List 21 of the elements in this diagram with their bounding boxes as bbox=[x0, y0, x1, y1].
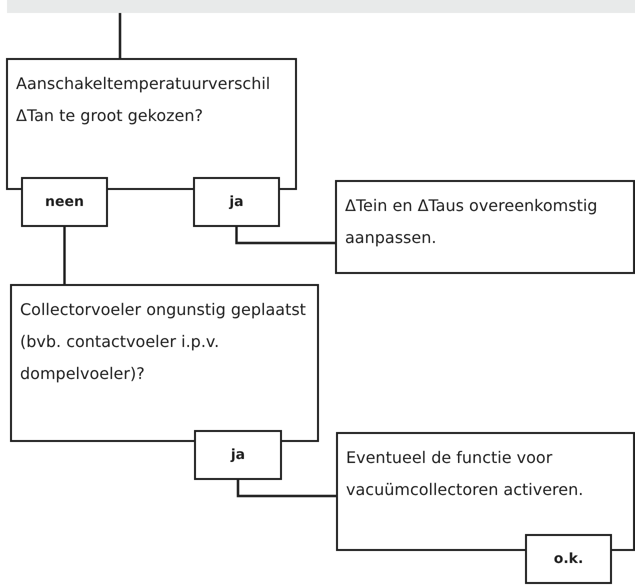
connector-line bbox=[235, 227, 335, 244]
answer-box bbox=[193, 177, 280, 227]
header-band bbox=[7, 0, 635, 13]
connector-line bbox=[236, 480, 336, 498]
box-text: Collectorvoeler ongunstig geplaatst (bvb. contactvoeler i.p.v. dompelvoeler)? bbox=[20, 299, 307, 385]
answer-label: o.k. bbox=[554, 550, 584, 568]
answer-label: ja bbox=[229, 194, 244, 210]
box-text: ΔTein en ΔTaus overeenkomstig aanpassen. bbox=[345, 195, 598, 249]
process-box bbox=[336, 432, 635, 551]
process-box bbox=[335, 180, 635, 274]
process-box bbox=[10, 284, 319, 442]
connector-line bbox=[118, 13, 122, 58]
answer-label: ja bbox=[230, 446, 246, 464]
answer-box bbox=[194, 430, 282, 480]
box-text: Aanschakeltemperatuurverschil ΔTan te groot gekozen? bbox=[16, 73, 272, 127]
box-text: Eventueel de functie voor vacuümcollectoren activeren. bbox=[346, 447, 584, 501]
answer-box bbox=[525, 534, 612, 584]
answer-label: neen bbox=[45, 194, 84, 210]
process-box bbox=[6, 58, 297, 190]
connector-line bbox=[63, 227, 66, 284]
answer-box bbox=[21, 177, 108, 227]
